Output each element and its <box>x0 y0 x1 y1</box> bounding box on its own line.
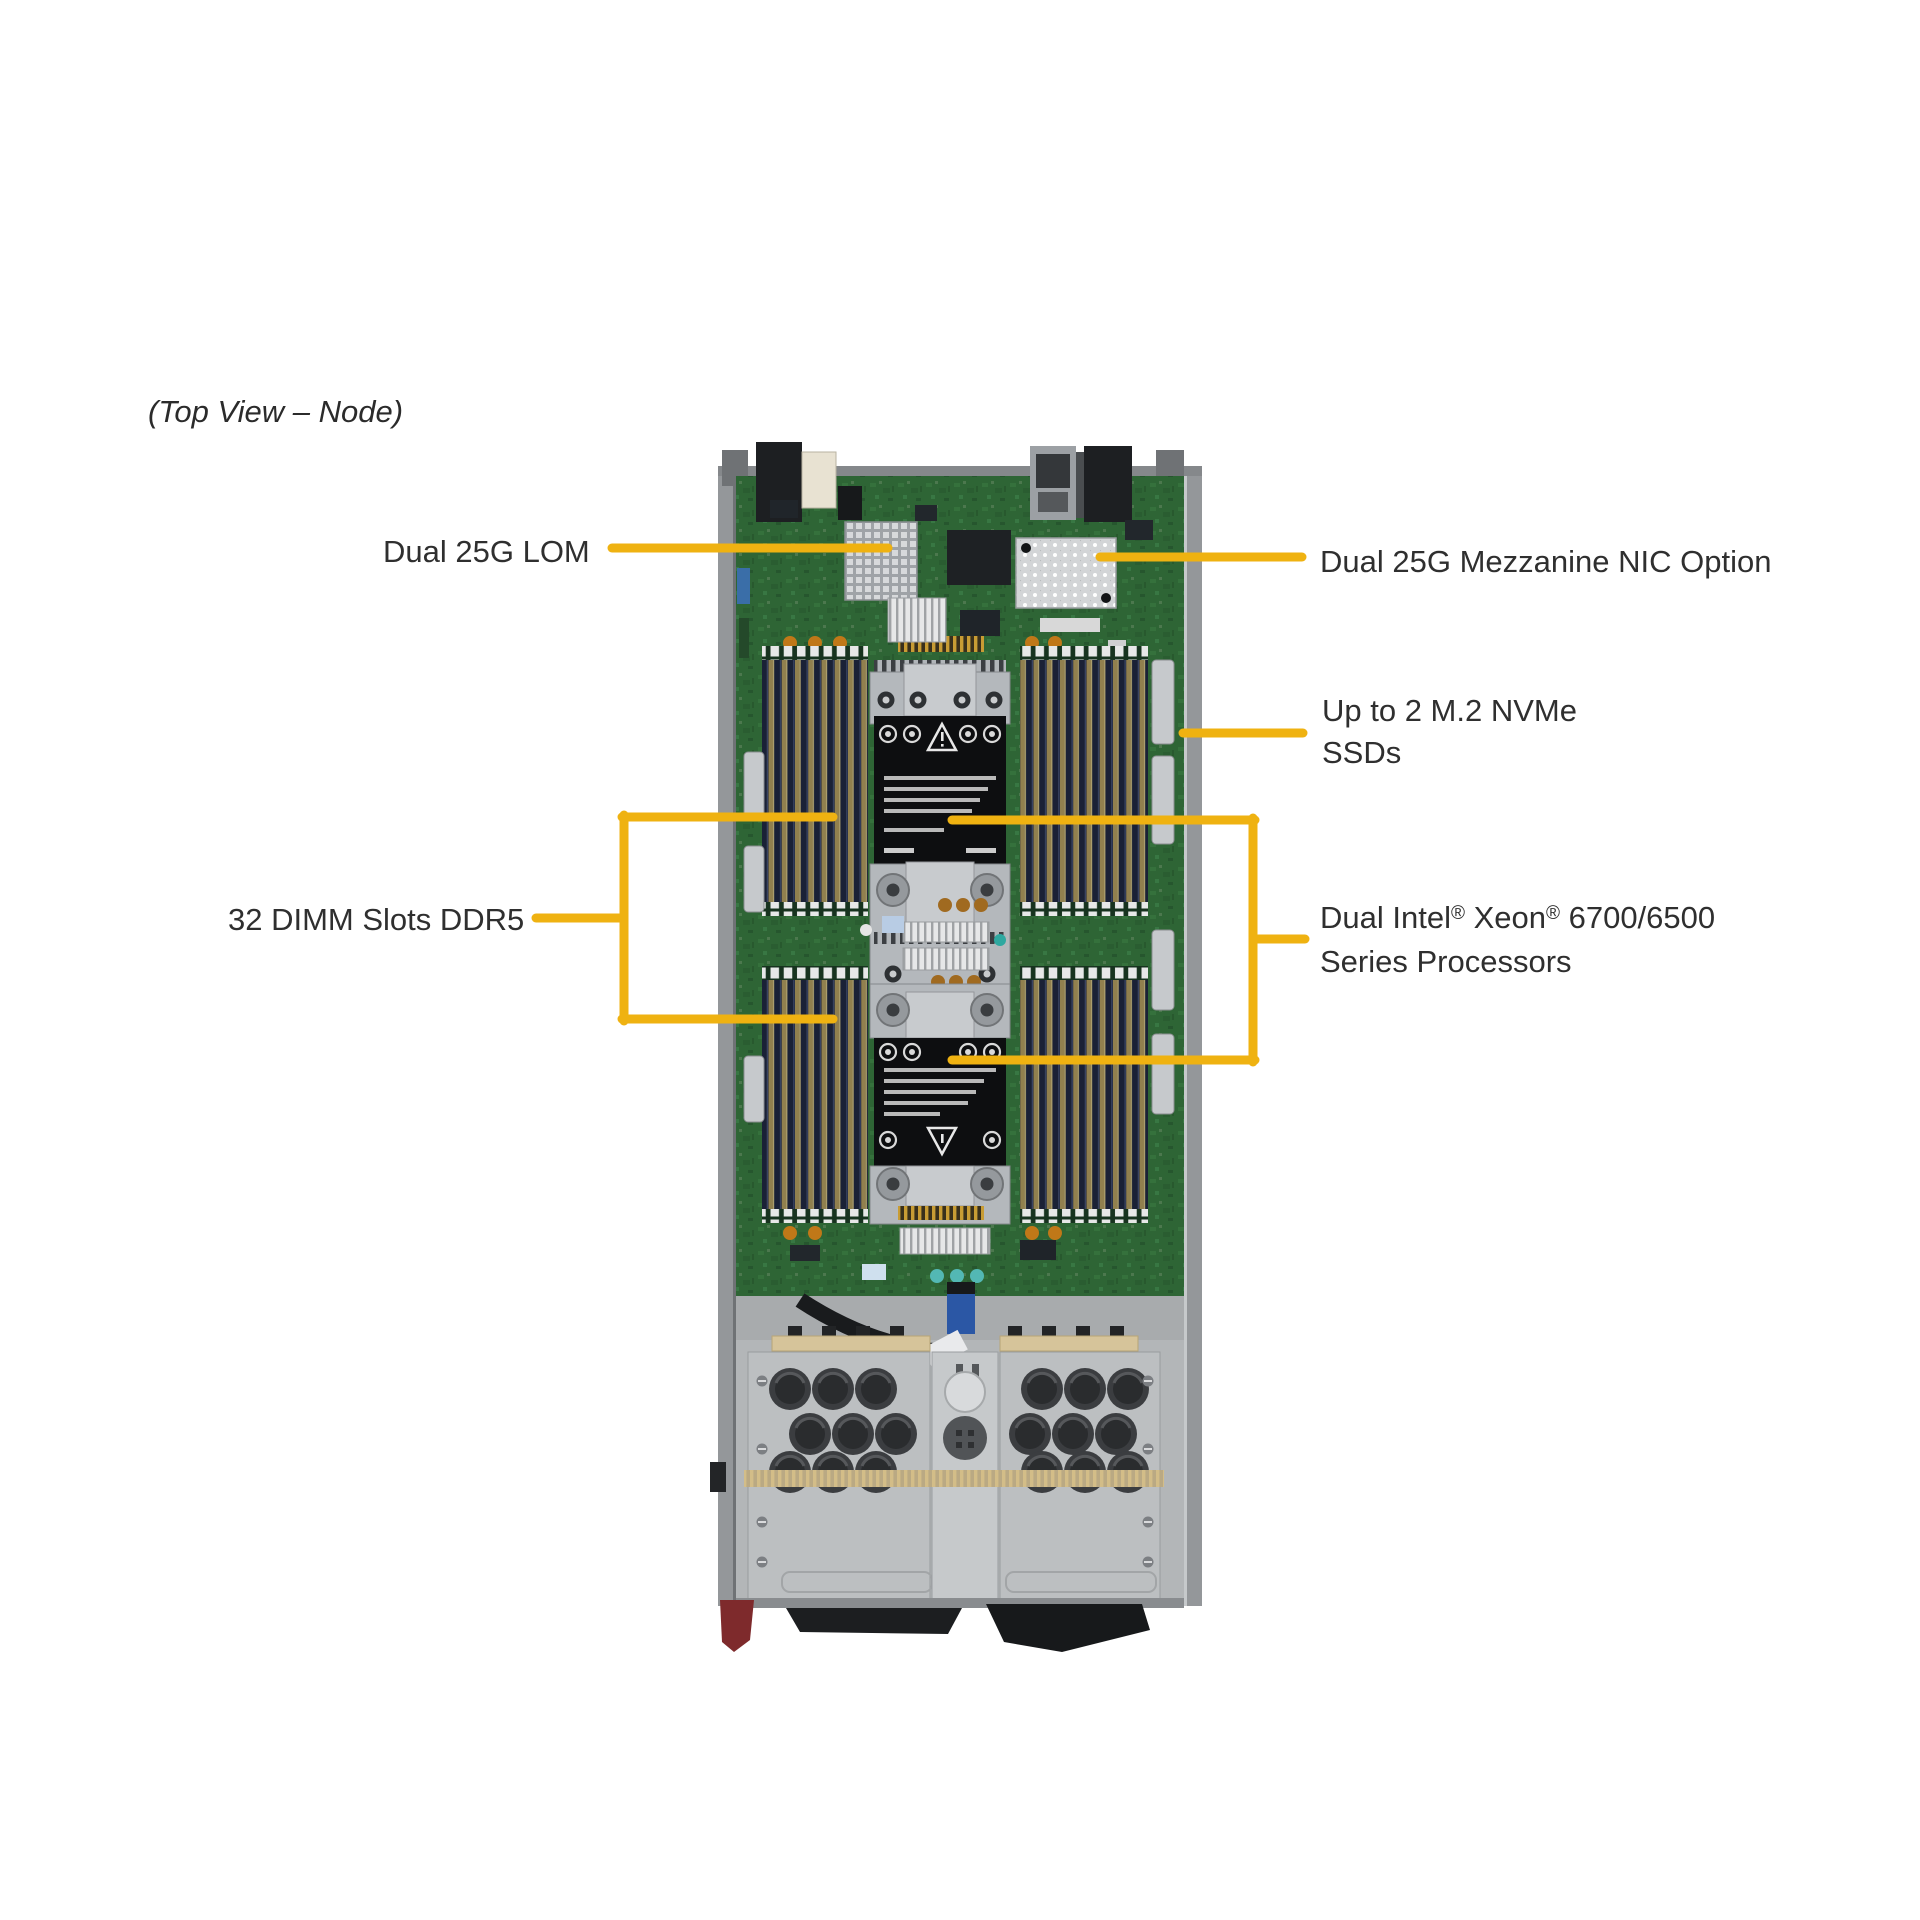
mezzanine-label: Dual 25G Mezzanine NIC Option <box>1320 544 1772 579</box>
m2-label-line1: Up to 2 M.2 NVMe <box>1322 693 1577 728</box>
backplane-bars <box>771 1326 1139 1352</box>
pch-chip <box>947 530 1011 585</box>
cpu-label-line2: Series Processors <box>1320 944 1572 979</box>
dimm-callout-bracket <box>531 810 838 1026</box>
rear-io-connectors <box>756 442 1132 522</box>
dimm-bank-lower-left <box>762 966 868 1223</box>
cpu-label: Dual Intel® Xeon® 6700/6500 Series Proce… <box>1320 896 1715 984</box>
left-handle <box>786 1608 962 1634</box>
right-handle <box>986 1604 1150 1652</box>
left-edge-connectors <box>743 751 765 1123</box>
lower-board-components <box>783 1226 1062 1283</box>
dimm-bank-lower-right <box>1020 966 1148 1223</box>
red-latch <box>720 1600 754 1652</box>
dimm-bank-upper-right <box>1020 646 1148 916</box>
registered-mark: ® <box>1450 903 1465 924</box>
m2-label-line2: SSDs <box>1322 735 1402 770</box>
cpu-label-line1: Dual Intel® Xeon® 6700/6500 <box>1320 900 1716 935</box>
registered-mark: ® <box>1545 903 1560 924</box>
dimm-bank-upper-left <box>762 646 868 916</box>
lom-label: Dual 25G LOM <box>383 534 590 569</box>
m2-label: Up to 2 M.2 NVMe SSDs <box>1322 690 1577 774</box>
midboard-connector <box>887 597 947 643</box>
center-vrm-section <box>860 898 1006 989</box>
drive-bay-section <box>736 1282 1184 1608</box>
chassis-tray <box>710 450 1202 1606</box>
dimm-label: 32 DIMM Slots DDR5 <box>228 902 525 937</box>
cpu-callout-bracket <box>947 813 1310 1067</box>
figure-caption: (Top View – Node) <box>148 394 404 429</box>
dual-25g-mezzanine-nic-heatsink <box>1015 537 1117 609</box>
release-handles <box>720 1600 1150 1652</box>
m2-nvme-slot-area <box>1151 659 1175 1115</box>
dual-25g-lom-heatsink <box>844 521 918 601</box>
